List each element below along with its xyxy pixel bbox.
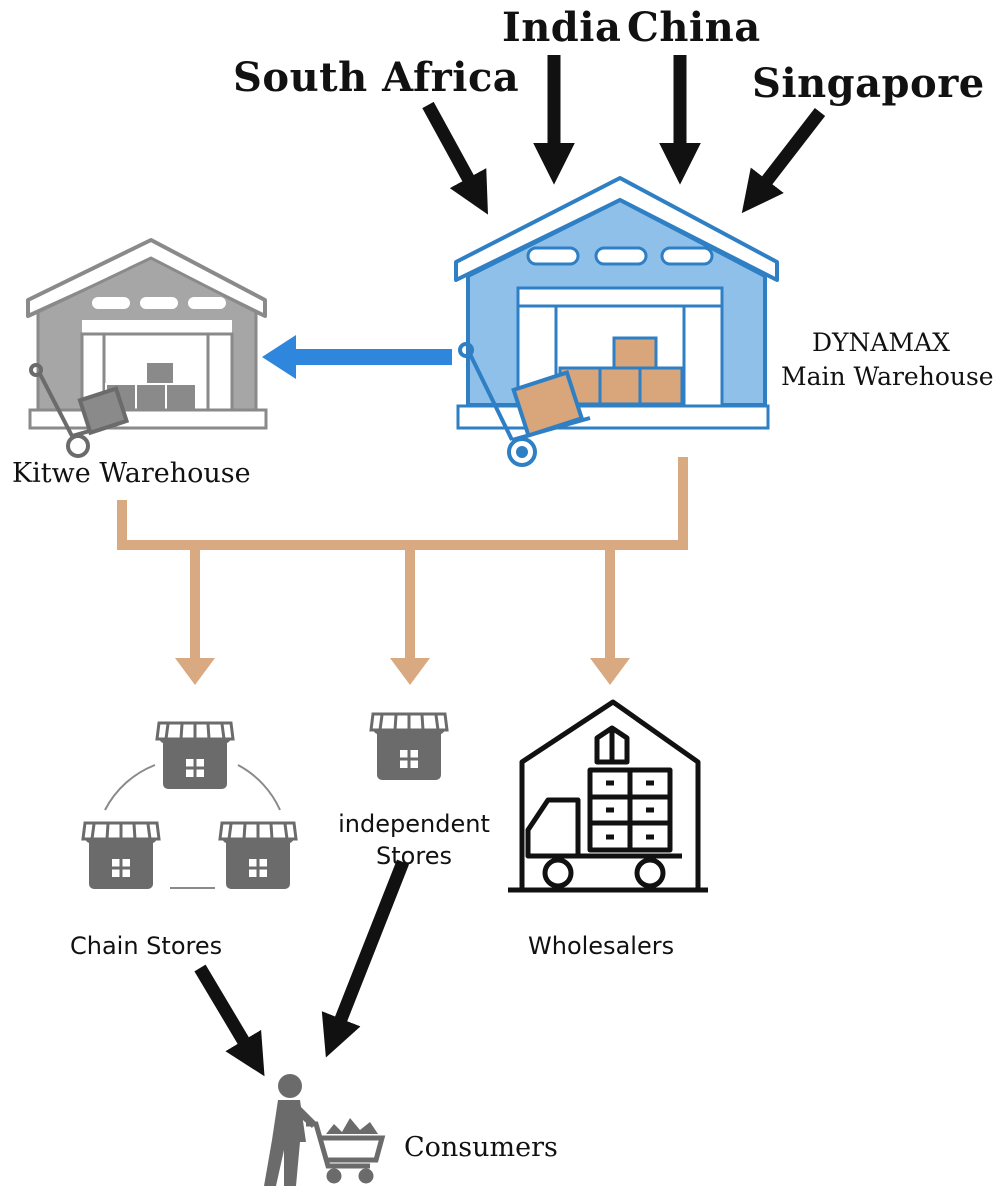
hand-truck-icon [458,342,591,467]
main-warehouse-title: DYNAMAX [812,328,950,357]
independent-stores-line1: independent [338,810,490,838]
transfer-arrow [262,335,452,379]
arrow-chain-to-consumers [194,964,265,1077]
origin-india: India [502,4,622,51]
consumer-icon [264,1074,386,1186]
consumer-arrows [194,859,410,1077]
independent-stores-label: independent Stores [334,808,494,872]
consumers-label: Consumers [404,1132,558,1163]
independent-stores-line2: Stores [376,842,452,870]
wholesaler-icon [508,699,708,893]
chain-stores-icon [81,721,298,891]
origin-south-africa: South Africa [233,54,520,101]
arrow-singapore [741,108,826,214]
kitwe-warehouse-label: Kitwe Warehouse [12,458,251,489]
origin-singapore: Singapore [752,60,985,107]
main-warehouse-subtitle: Main Warehouse [781,362,994,391]
wholesalers-label: Wholesalers [528,932,675,960]
independent-store-icon [369,712,449,782]
import-arrows [422,55,826,215]
chain-stores-label: Chain Stores [70,932,223,960]
arrow-south-africa [422,101,488,215]
distribution-lines [117,457,688,685]
origin-china: China [627,4,761,51]
kitwe-warehouse-icon [26,238,268,458]
main-warehouse-icon [454,176,779,467]
arrow-independent-to-consumers [321,859,410,1058]
